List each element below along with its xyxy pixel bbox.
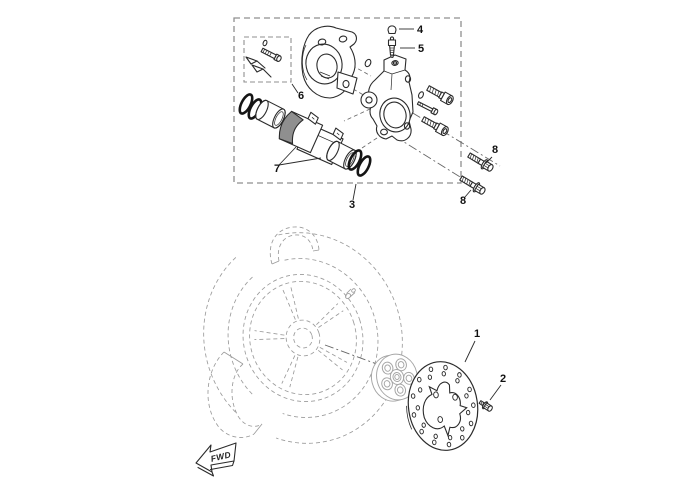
pad-springs	[245, 56, 272, 78]
callout-5: 5	[418, 43, 424, 55]
brake-disc	[401, 357, 484, 455]
fwd-arrow: FWD	[195, 442, 237, 477]
wheel-ghost	[177, 226, 430, 469]
bolt-axis-line	[397, 103, 501, 167]
fwd-label: FWD	[210, 449, 232, 463]
callout-8a-leader	[485, 156, 493, 164]
tire-section-top	[269, 226, 320, 265]
flange-bolt	[467, 152, 494, 172]
assembly-boundary-box	[233, 17, 462, 184]
callout-2-leader	[489, 384, 502, 401]
small-o-ring	[364, 58, 372, 68]
pad-pin-kit-box	[243, 36, 292, 83]
disc-mount-holes	[433, 389, 460, 423]
bleed-screw	[387, 36, 397, 58]
pad-pin	[260, 47, 282, 62]
pad-pin-kit-group	[243, 36, 292, 83]
bleed-screw-cap	[387, 25, 397, 35]
callout-7-leader	[278, 157, 322, 166]
valve-stem	[345, 288, 356, 299]
caliper-bracket	[301, 25, 358, 99]
caliper-body	[360, 54, 414, 142]
slide-pin	[416, 101, 439, 116]
callout-3-leader	[352, 183, 357, 201]
mounting-bolts	[459, 152, 494, 195]
caliper-assembly-group	[233, 17, 501, 201]
retainer-clip	[262, 39, 268, 47]
slide-bolts	[416, 85, 454, 137]
callout-8b-leader	[464, 189, 472, 198]
callout-6: 6	[298, 90, 304, 102]
piston-seal	[347, 149, 363, 171]
callout-2: 2	[500, 373, 506, 385]
callout-4: 4	[417, 24, 424, 36]
tire-section-bottom	[207, 351, 263, 438]
piston-seal	[356, 155, 372, 177]
callout-6-leader	[291, 83, 299, 94]
disc-drill-holes	[406, 362, 480, 452]
fwd-arrow-shape	[195, 442, 237, 473]
brake-pad-front	[278, 110, 324, 154]
slide-bolt	[426, 85, 454, 106]
wheel-spokes	[243, 274, 361, 393]
callout-1-leader	[464, 340, 476, 363]
callout-8a: 8	[492, 144, 498, 156]
slide-bolt	[421, 116, 449, 137]
disc-center-cutout	[420, 380, 471, 439]
piston-left	[255, 99, 286, 129]
wheel-hub	[367, 350, 423, 406]
small-o-ring	[417, 91, 425, 99]
bracket-fit-line	[345, 61, 372, 77]
callout-7: 7	[274, 163, 280, 175]
callout-3: 3	[349, 199, 355, 211]
flange-bolt	[459, 175, 486, 195]
callout-8b: 8	[460, 195, 466, 207]
callout-7-leader	[278, 146, 297, 166]
disc-bolt	[478, 400, 493, 412]
callout-1: 1	[474, 328, 480, 340]
